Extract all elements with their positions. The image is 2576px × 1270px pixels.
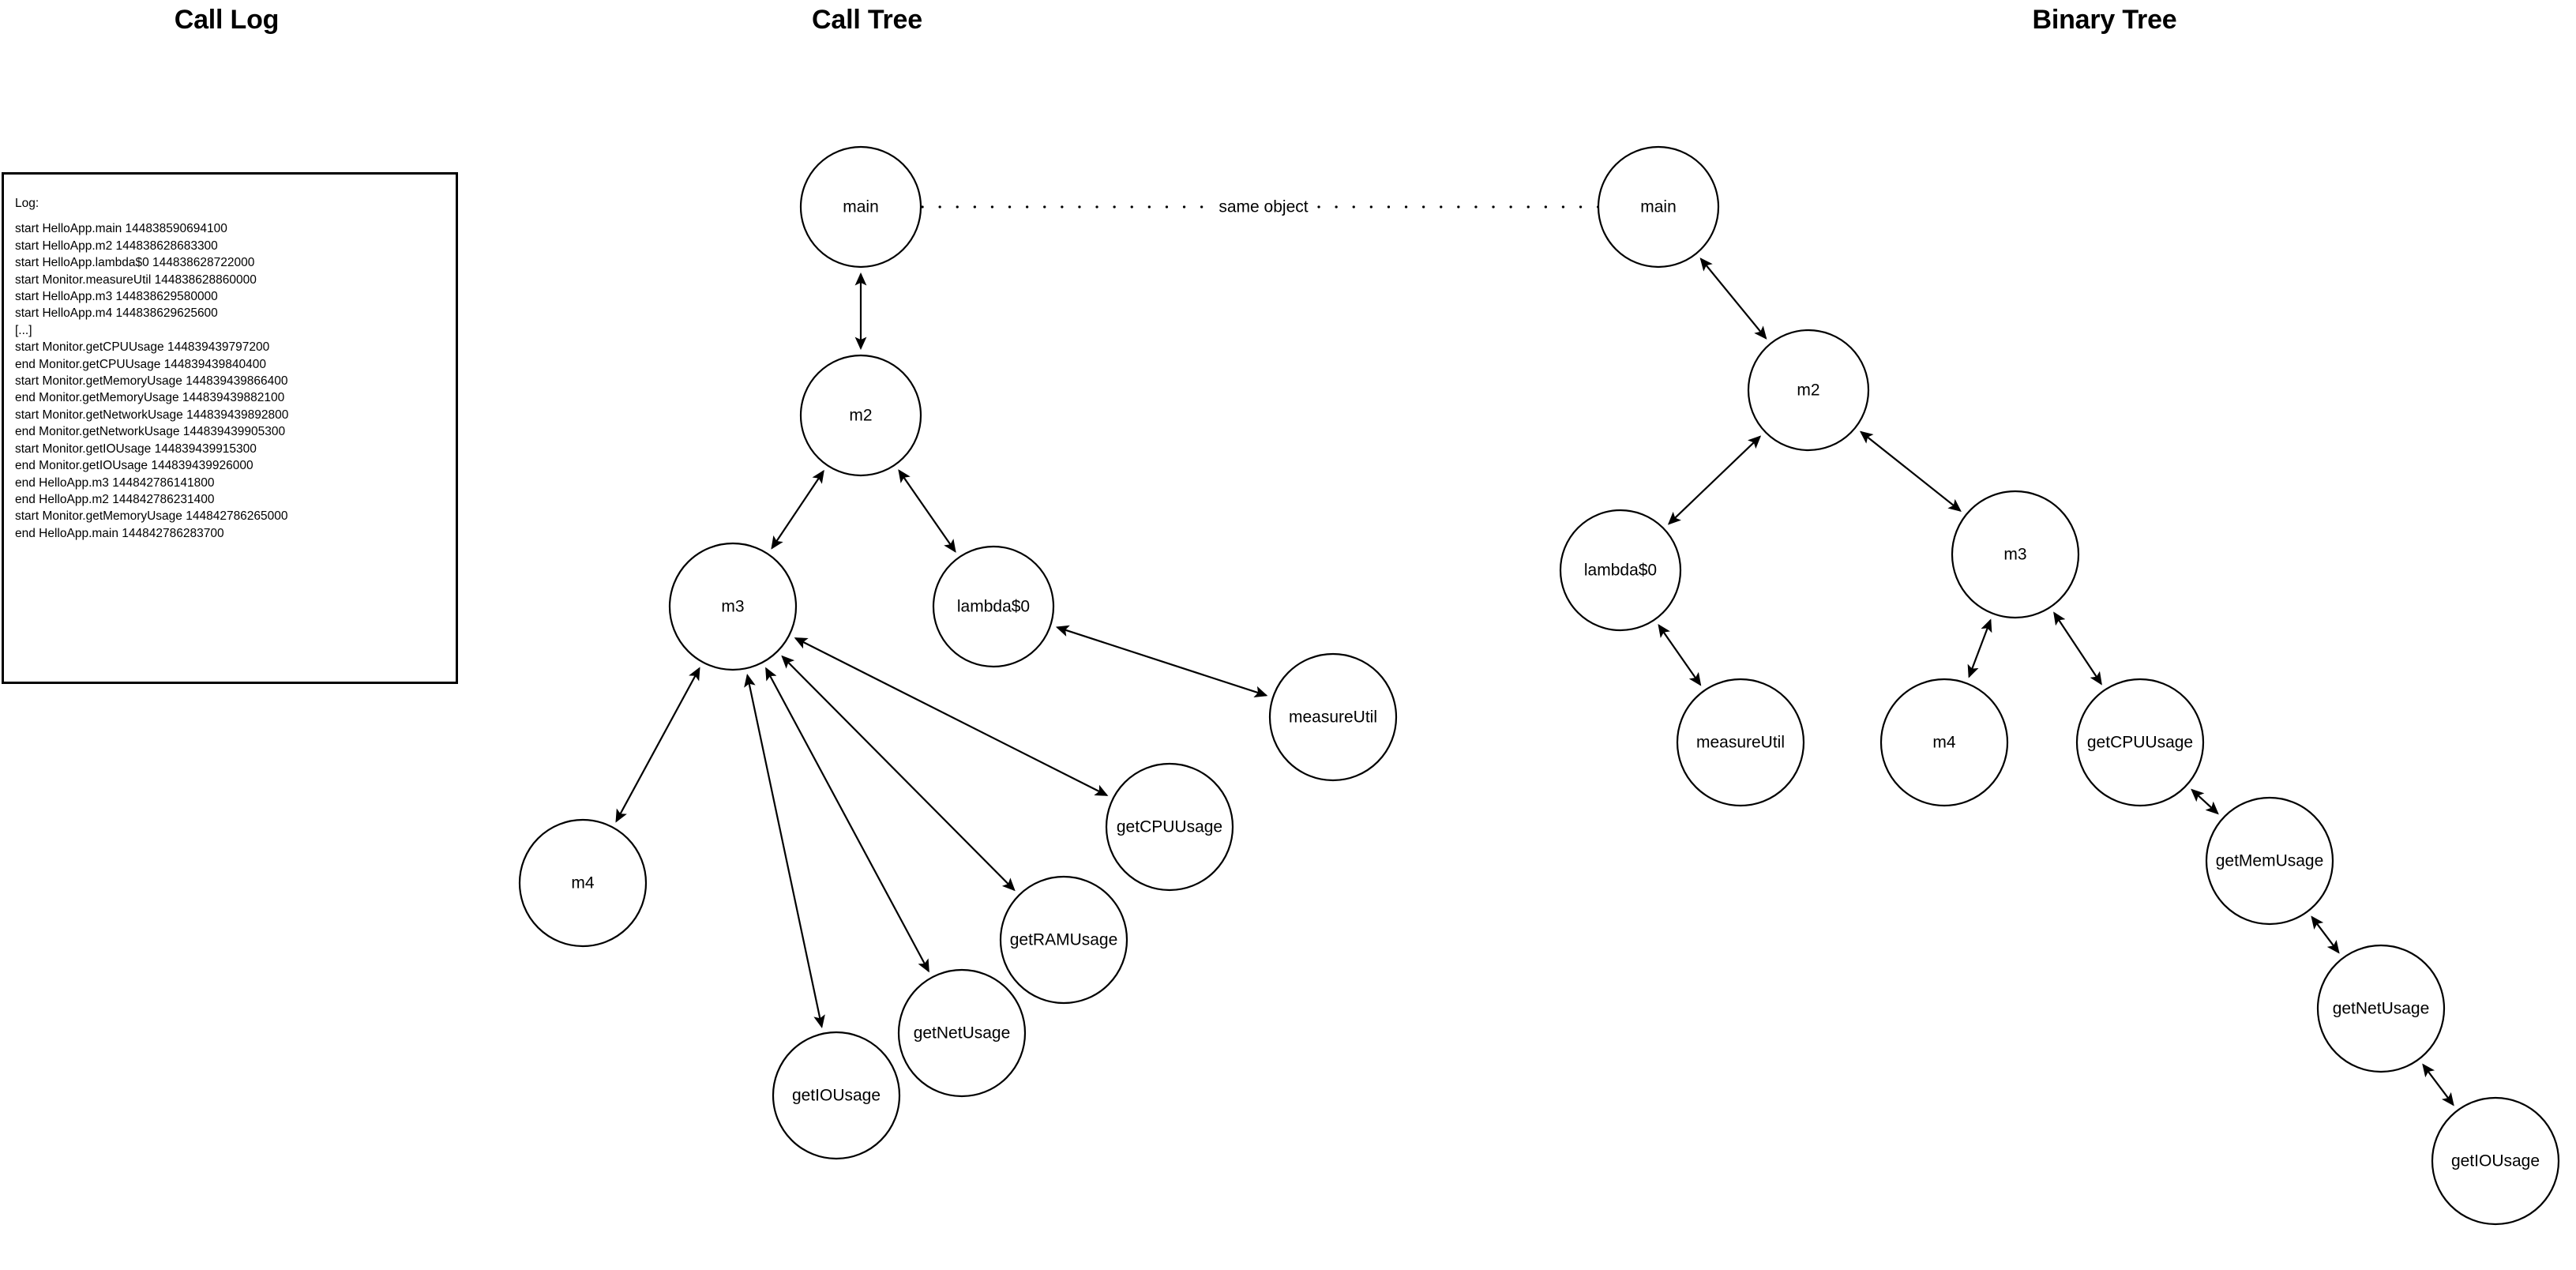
node-circle[interactable] <box>999 875 1128 1005</box>
node-circle[interactable] <box>2431 1096 2560 1226</box>
binary-tree-edge <box>1859 430 1962 512</box>
node-circle[interactable] <box>2316 944 2446 1073</box>
call-log-line: end Monitor.getIOUsage 144839439926000 <box>15 459 253 473</box>
binary-tree-node[interactable]: m2 <box>1747 329 1870 452</box>
node-circle[interactable] <box>1268 652 1398 782</box>
call-log-line: start HelloApp.main 144838590694100 <box>15 222 227 236</box>
call-log-line: end Monitor.getNetworkUsage 144839439905… <box>15 425 286 439</box>
call-tree-node[interactable]: measureUtil <box>1268 652 1398 782</box>
binary-tree-node[interactable]: m4 <box>1879 678 2009 807</box>
node-circle[interactable] <box>2205 796 2334 926</box>
node-circle[interactable] <box>1951 490 2080 619</box>
panel-title-binary-tree: Binary Tree <box>2032 5 2177 35</box>
node-circle[interactable] <box>772 1031 901 1160</box>
call-tree-edge <box>744 674 825 1028</box>
binary-tree-edge <box>1658 624 1702 686</box>
binary-tree-node[interactable]: getCPUUsage <box>2075 678 2205 807</box>
call-log-line: start HelloApp.lambda$0 144838628722000 <box>15 256 255 270</box>
call-log-line: [...] <box>15 323 32 337</box>
node-circle[interactable] <box>518 818 648 948</box>
call-tree-node[interactable]: getCPUUsage <box>1105 762 1234 892</box>
binary-tree-node[interactable]: getNetUsage <box>2316 944 2446 1073</box>
call-log-line: start Monitor.measureUtil 14483862886000… <box>15 272 257 287</box>
binary-tree-edge <box>1667 435 1762 525</box>
call-log-line: start Monitor.getMemoryUsage 14483943986… <box>15 374 288 389</box>
node-circle[interactable] <box>2075 678 2205 807</box>
call-log-heading: Log: <box>15 197 39 210</box>
call-tree-edge <box>765 667 929 973</box>
call-tree-node[interactable]: getIOUsage <box>772 1031 901 1160</box>
call-log-line: end Monitor.getMemoryUsage 1448394398821… <box>15 391 285 405</box>
binary-tree-node[interactable]: lambda$0 <box>1559 509 1682 632</box>
call-tree-node[interactable]: m3 <box>668 542 798 671</box>
node-circle[interactable] <box>897 968 1027 1098</box>
binary-tree-edge <box>1699 257 1767 340</box>
call-log-box: Log: start HelloApp.main 144838590694100 s… <box>2 172 458 684</box>
node-circle[interactable] <box>1597 145 1720 269</box>
call-tree-node[interactable]: getRAMUsage <box>999 875 1128 1005</box>
call-log-line: start HelloApp.m4 144838629625600 <box>15 306 218 321</box>
panel-title-call-log: Call Log <box>174 5 280 35</box>
call-log-line: start Monitor.getMemoryUsage 14484278626… <box>15 509 288 524</box>
call-log-line: end HelloApp.m3 144842786141800 <box>15 475 215 490</box>
node-circle[interactable] <box>1559 509 1682 632</box>
call-tree-edge <box>898 469 956 553</box>
binary-tree-node[interactable]: getIOUsage <box>2431 1096 2560 1226</box>
call-log-line: end HelloApp.main 144842786283700 <box>15 526 224 540</box>
binary-tree-node[interactable]: getMemUsage <box>2205 796 2334 926</box>
node-circle[interactable] <box>668 542 798 671</box>
node-circle[interactable] <box>1676 678 1805 807</box>
call-tree-edge <box>781 655 1016 892</box>
binary-tree-edge <box>2311 915 2340 954</box>
call-log-line: start HelloApp.m3 144838629580000 <box>15 290 218 304</box>
call-tree-node[interactable]: main <box>799 145 922 269</box>
binary-tree-edge <box>2053 611 2102 686</box>
call-tree-node[interactable]: m2 <box>799 354 922 477</box>
node-circle[interactable] <box>1105 762 1234 892</box>
call-tree-node[interactable]: lambda$0 <box>932 545 1055 668</box>
call-tree-edge <box>794 637 1109 796</box>
call-tree-edge <box>615 667 700 823</box>
binary-tree-node[interactable]: main <box>1597 145 1720 269</box>
binary-tree-node[interactable]: m3 <box>1951 490 2080 619</box>
node-circle[interactable] <box>1879 678 2009 807</box>
call-log-line: start Monitor.getCPUUsage 14483943979720… <box>15 340 270 355</box>
panel-title-call-tree: Call Tree <box>812 5 922 35</box>
call-log-spacer <box>15 212 451 220</box>
same-object-label: same object <box>1219 198 1308 216</box>
node-circle[interactable] <box>1747 329 1870 452</box>
call-log-line: end HelloApp.m2 144842786231400 <box>15 492 215 506</box>
node-circle[interactable] <box>799 354 922 477</box>
call-log-line: start Monitor.getNetworkUsage 1448394398… <box>15 408 289 422</box>
call-log-line: start Monitor.getIOUsage 144839439915300 <box>15 441 257 456</box>
call-tree-edge <box>1055 625 1268 698</box>
binary-tree-edge <box>1967 618 1992 678</box>
call-log-line: end Monitor.getCPUUsage 144839439840400 <box>15 357 266 371</box>
same-object-link: same object <box>921 198 1605 216</box>
call-tree-edge <box>771 469 824 550</box>
call-tree-node[interactable]: m4 <box>518 818 648 948</box>
node-circle[interactable] <box>799 145 922 269</box>
binary-tree-edge <box>2422 1063 2454 1107</box>
binary-tree-node[interactable]: measureUtil <box>1676 678 1805 807</box>
call-log-line: start HelloApp.m2 144838628683300 <box>15 239 218 253</box>
binary-tree-edge <box>2191 788 2219 815</box>
node-circle[interactable] <box>932 545 1055 668</box>
call-tree-node[interactable]: getNetUsage <box>897 968 1027 1098</box>
call-log-text: Log: start HelloApp.main 144838590694100 s… <box>15 195 451 542</box>
